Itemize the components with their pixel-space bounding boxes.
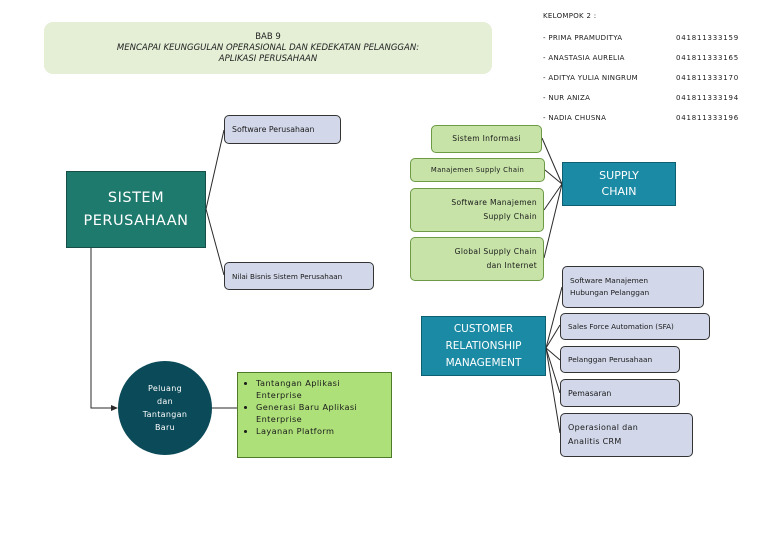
supply-chain-line1: SUPPLY	[599, 169, 639, 182]
crm-item-label: Hubungan Pelanggan	[570, 288, 650, 297]
crm-item-label: Analitis CRM	[568, 437, 622, 446]
supply-chain-node: SUPPLY CHAIN	[562, 162, 676, 206]
supply-item-manajemen: Manajemen Supply Chain	[410, 158, 545, 182]
supply-item-label: Global Supply Chain	[454, 247, 537, 256]
main-node-line1: SISTEM	[107, 189, 165, 206]
connector-crm-item-3	[545, 347, 561, 361]
member-id: 041811333194	[676, 94, 740, 102]
main-node-line2: PERUSAHAAN	[83, 212, 189, 229]
arrowhead	[111, 405, 118, 411]
crm-item-label: Operasional dan	[568, 423, 639, 432]
chapter-label: BAB 9	[255, 31, 281, 42]
member-name: - ADITYA YULIA NINGRUM	[543, 74, 638, 82]
crm-line: CUSTOMER	[453, 322, 514, 335]
peluang-bullet-box: Tantangan Aplikasi Enterprise Generasi B…	[237, 372, 392, 458]
peluang-bullet-list: Tantangan Aplikasi Enterprise Generasi B…	[242, 377, 387, 437]
software-perusahaan-node: Software Perusahaan	[224, 115, 341, 144]
crm-item-label: Sales Force Automation (SFA)	[568, 322, 674, 331]
team-member: - NADIA CHUSNA 041811333196	[543, 114, 768, 124]
supply-item-label: dan Internet	[486, 261, 537, 270]
member-name: - ANASTASIA AURELIA	[543, 54, 625, 62]
team-member: - ADITYA YULIA NINGRUM 041811333170	[543, 74, 768, 84]
connector-supply-item-2	[544, 169, 563, 185]
crm-item-software: Software Manajemen Hubungan Pelanggan	[562, 266, 704, 308]
bullet-item: Layanan Platform	[256, 425, 387, 437]
connector-supply-item-3	[543, 183, 563, 211]
connector-main-software	[205, 129, 225, 210]
crm-item-label: Pemasaran	[568, 388, 612, 398]
member-id: 041811333170	[676, 74, 740, 82]
bullet-item: Tantangan Aplikasi Enterprise	[256, 377, 387, 401]
member-id: 041811333159	[676, 34, 740, 42]
member-id: 041811333165	[676, 54, 740, 62]
chapter-title: MENCAPAI KEUNGGULAN OPERASIONAL DAN KEDE…	[116, 42, 420, 53]
title-banner: BAB 9 MENCAPAI KEUNGGULAN OPERASIONAL DA…	[44, 22, 492, 74]
supply-item-label: Supply Chain	[483, 212, 537, 221]
connector-crm-item-4	[545, 347, 561, 394]
crm-item-label: Pelanggan Perusahaan	[568, 355, 653, 364]
connector-supply-item-4	[543, 183, 563, 259]
peluang-line: Baru	[155, 423, 175, 432]
supply-item-sistem-informasi: Sistem Informasi	[431, 125, 542, 153]
member-name: - NADIA CHUSNA	[543, 114, 607, 122]
connector-supply-item-1	[541, 137, 563, 185]
crm-node: CUSTOMER RELATIONSHIP MANAGEMENT	[421, 316, 546, 376]
peluang-line: dan	[157, 397, 173, 406]
supply-item-global: Global Supply Chain dan Internet	[410, 237, 544, 281]
supply-item-label: Software Manajemen	[451, 198, 537, 207]
crm-item-operasional: Operasional dan Analitis CRM	[560, 413, 693, 457]
crm-item-sfa: Sales Force Automation (SFA)	[560, 313, 710, 340]
team-member: - PRIMA PRAMUDITYA 041811333159	[543, 34, 768, 44]
peluang-line: Tantangan	[142, 410, 188, 419]
supply-item-label: Sistem Informasi	[452, 134, 521, 143]
peluang-tantangan-node: Peluang dan Tantangan Baru	[118, 361, 212, 455]
crm-item-pemasaran: Pemasaran	[560, 379, 680, 407]
chapter-subtitle: APLIKASI PERUSAHAAN	[218, 53, 318, 64]
crm-item-label: Software Manajemen	[570, 276, 649, 285]
team-member: - NUR ANIZA 041811333194	[543, 94, 768, 104]
connector-crm-item-5	[545, 347, 561, 434]
crm-item-pelanggan: Pelanggan Perusahaan	[560, 346, 680, 373]
team-heading: KELOMPOK 2 :	[543, 12, 597, 20]
member-id: 041811333196	[676, 114, 740, 122]
nilai-bisnis-node: Nilai Bisnis Sistem Perusahaan	[224, 262, 374, 290]
member-name: - PRIMA PRAMUDITYA	[543, 34, 623, 42]
member-name: - NUR ANIZA	[543, 94, 591, 102]
crm-line: RELATIONSHIP	[445, 339, 522, 352]
peluang-line: Peluang	[148, 384, 182, 393]
connector-main-peluang	[90, 248, 113, 409]
team-member: - ANASTASIA AURELIA 041811333165	[543, 54, 768, 64]
bullet-item: Generasi Baru Aplikasi Enterprise	[256, 401, 387, 425]
connector-crm-item-2	[545, 324, 561, 349]
software-perusahaan-label: Software Perusahaan	[232, 125, 315, 134]
supply-item-software: Software Manajemen Supply Chain	[410, 188, 544, 232]
supply-item-label: Manajemen Supply Chain	[430, 166, 525, 174]
supply-chain-line2: CHAIN	[601, 185, 637, 198]
connector-main-nilai	[205, 208, 225, 276]
crm-line: MANAGEMENT	[445, 356, 522, 369]
sistem-perusahaan-node: SISTEM PERUSAHAAN	[66, 171, 206, 248]
nilai-bisnis-label: Nilai Bisnis Sistem Perusahaan	[232, 271, 343, 281]
